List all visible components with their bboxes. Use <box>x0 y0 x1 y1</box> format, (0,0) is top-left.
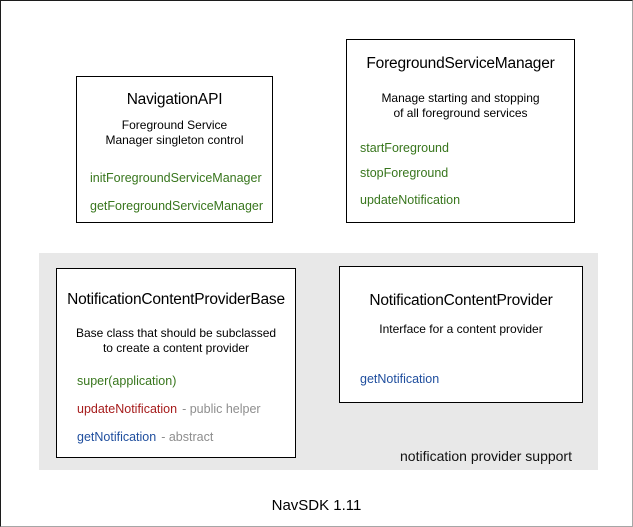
class-description-line: Base class that should be subclassed <box>75 326 277 340</box>
method-name: getNotification <box>77 430 157 444</box>
class-title: NavigationAPI <box>126 91 223 108</box>
class-title: NotificationContentProviderBase <box>67 291 285 308</box>
method-updatenotification: updateNotification <box>360 193 461 207</box>
class-title: NotificationContentProvider <box>369 292 553 309</box>
method-note: - public helper <box>182 402 261 416</box>
class-description-line: Manage starting and stopping <box>381 91 540 105</box>
class-title: ForegroundServiceManager <box>366 55 555 72</box>
class-box-notification-content-provider-base: NotificationContentProviderBase Base cla… <box>56 268 296 458</box>
diagram-caption-navsdk-version: NavSDK 1.11 <box>271 497 362 514</box>
method-initforegroundservicemanager: initForegroundServiceManager <box>90 171 262 185</box>
class-box-navigation-api: NavigationAPI Foreground Service Manager… <box>76 76 273 223</box>
group-label-notification-provider-support: notification provider support <box>400 448 572 464</box>
method-getforegroundservicemanager: getForegroundServiceManager <box>90 199 264 213</box>
class-box-notification-content-provider: NotificationContentProvider Interface fo… <box>339 266 583 403</box>
method-super-application: super(application) <box>77 374 177 388</box>
class-description-line: of all foreground services <box>393 106 528 120</box>
method-name: updateNotification <box>77 402 178 416</box>
method-updatenotification: updateNotification - public helper <box>77 402 261 416</box>
class-description-line: Manager singleton control <box>105 133 244 147</box>
class-description-line: Foreground Service <box>121 118 228 132</box>
method-getnotification: getNotification <box>360 372 440 386</box>
class-description-line: to create a content provider <box>102 341 250 355</box>
method-stopforeground: stopForeground <box>360 166 449 180</box>
method-startforeground: startForeground <box>360 141 449 155</box>
class-description-line: Interface for a content provider <box>379 322 543 336</box>
method-getnotification: getNotification - abstract <box>77 430 213 444</box>
class-box-foreground-service-manager: ForegroundServiceManager Manage starting… <box>346 39 575 223</box>
method-note: - abstract <box>161 430 214 444</box>
